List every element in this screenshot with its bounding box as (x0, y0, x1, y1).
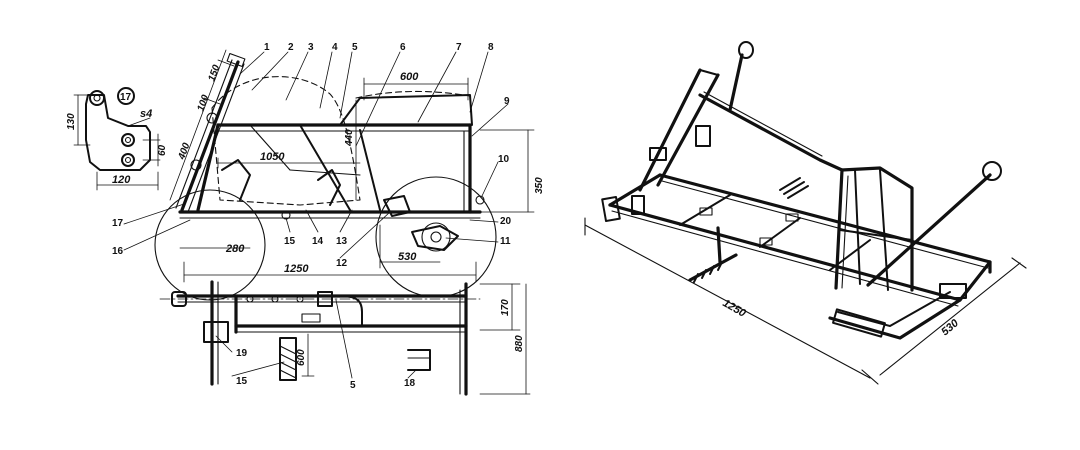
callout-12: 12 (336, 258, 348, 269)
dim-100: 100 (195, 93, 211, 113)
callout-8: 8 (488, 42, 494, 53)
dim-530-side: 530 (398, 251, 417, 263)
callout-6: 6 (400, 42, 406, 53)
dim-60: 60 (157, 144, 168, 156)
callout-2: 2 (288, 42, 294, 53)
callout-3: 3 (308, 42, 314, 53)
iso-view: 1250 530 (584, 41, 1027, 385)
plan-callout-15: 15 (236, 376, 248, 387)
callout-9: 9 (504, 96, 510, 107)
rear-wheel-outline (154, 189, 266, 301)
callout-11: 11 (500, 236, 511, 247)
dim-s4: s4 (140, 108, 152, 120)
dim-1250-side: 1250 (284, 263, 309, 275)
callout-17: 17 (112, 218, 124, 229)
dim-120: 120 (112, 174, 131, 186)
callout-10: 10 (498, 154, 510, 165)
dim-280: 280 (225, 243, 245, 255)
callout-1: 1 (264, 42, 270, 53)
dim-400: 400 (176, 141, 193, 162)
callout-4: 4 (332, 42, 338, 53)
callout-13: 13 (336, 236, 348, 247)
callout-15: 15 (284, 236, 296, 247)
plan-callout-5: 5 (350, 380, 356, 391)
callout-7: 7 (456, 42, 462, 53)
callout-5: 5 (352, 42, 358, 53)
dim-440: 440 (344, 129, 355, 147)
dimension-lines (169, 49, 535, 283)
dim-600: 600 (296, 349, 307, 366)
callout-16: 16 (112, 246, 124, 257)
dim-130: 130 (66, 113, 77, 130)
bracket-detail: 17 s4 130 60 120 (66, 87, 168, 191)
detail-badge-label: 17 (120, 92, 132, 103)
plan-callout-18: 18 (404, 378, 416, 389)
front-wheel-outline (375, 176, 497, 298)
dim-600-top: 600 (400, 71, 419, 83)
dim-1050: 1050 (260, 151, 285, 163)
dim-880: 880 (514, 335, 525, 352)
callout-20: 20 (500, 216, 512, 227)
detail-badge-circle (117, 87, 135, 105)
dim-170: 170 (500, 299, 511, 316)
plan-callout-19: 19 (236, 348, 248, 359)
side-view: 1 2 3 4 5 6 7 8 9 10 20 11 17 16 15 14 1… (112, 42, 545, 301)
callout-14: 14 (312, 236, 324, 247)
iso-dim-1250: 1250 (721, 297, 749, 320)
plan-pedal-block (279, 337, 297, 381)
leader-lines (123, 51, 509, 259)
plan-view: 5 19 15 18 170 880 600 (159, 280, 531, 396)
iso-dim-530: 530 (939, 317, 961, 339)
dim-350: 350 (534, 177, 545, 194)
